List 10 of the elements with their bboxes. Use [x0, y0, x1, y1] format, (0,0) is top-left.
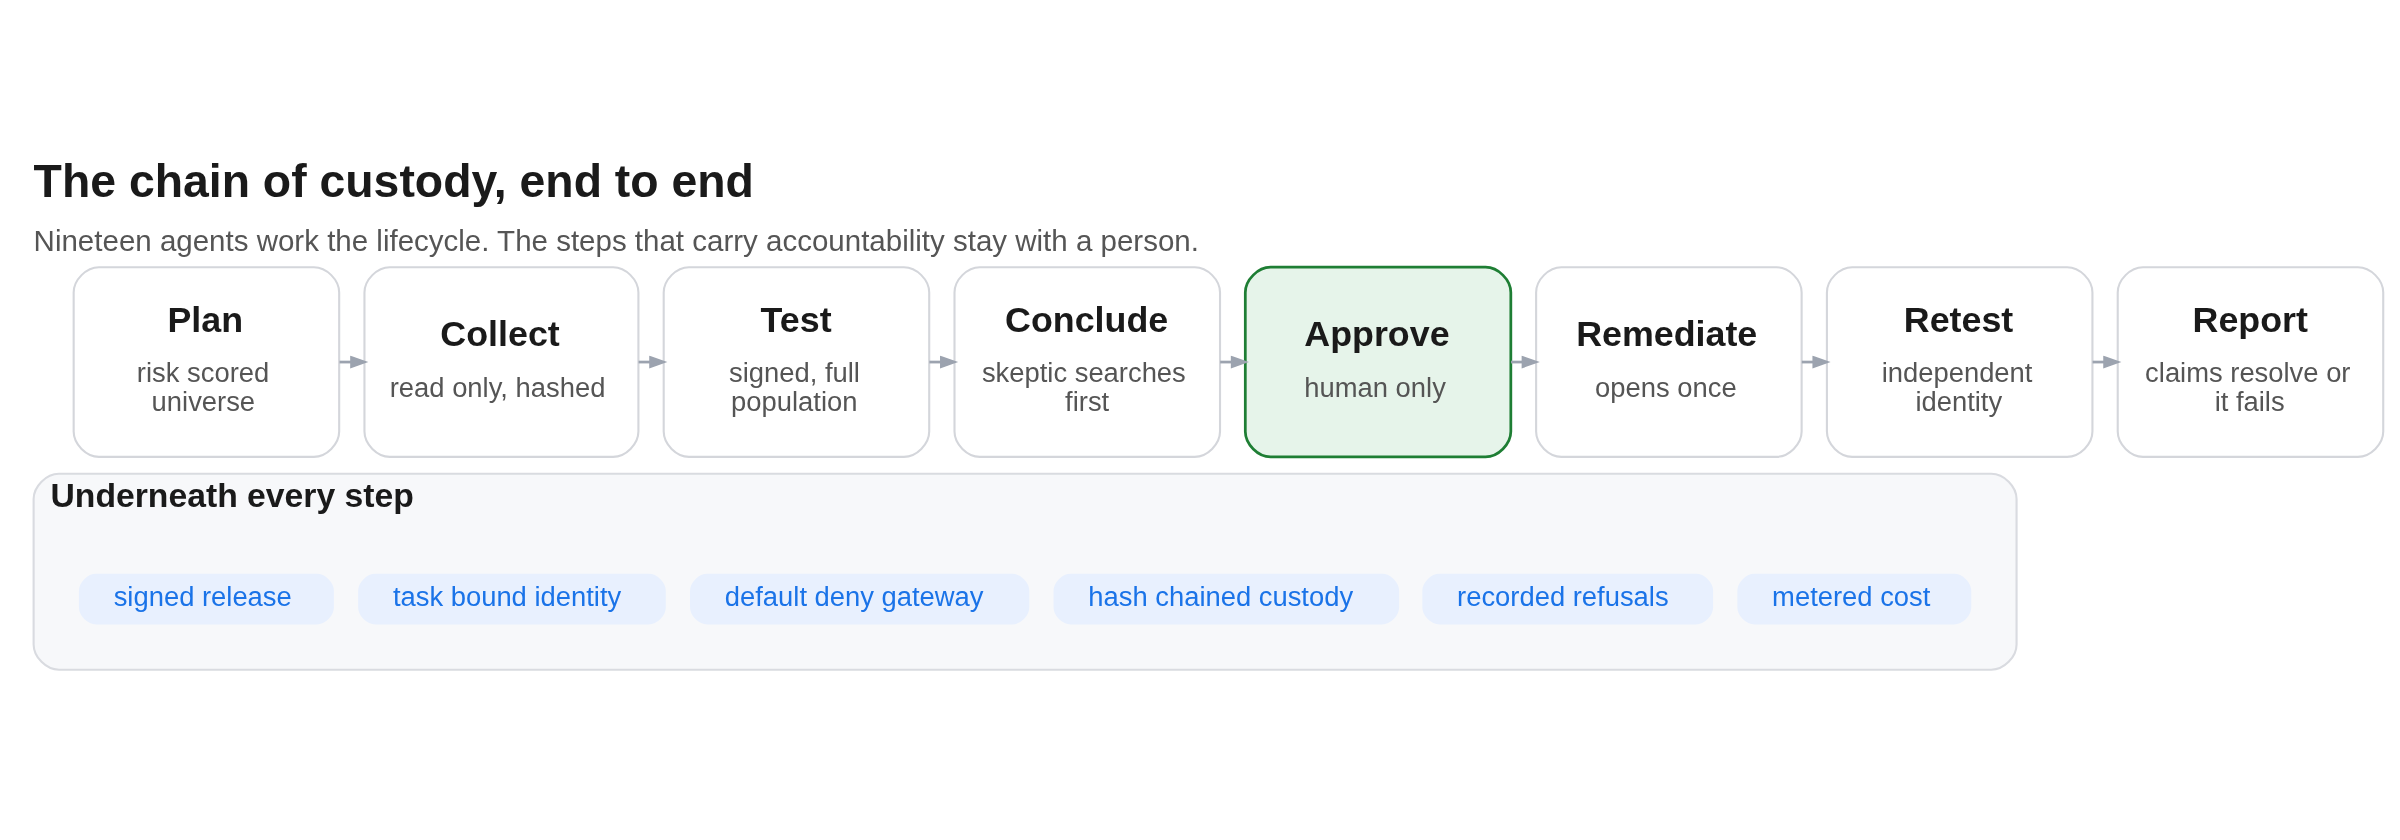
node-box: Conclude skeptic searches first: [953, 266, 1222, 458]
node-box: Retest independent identity: [1825, 266, 2094, 458]
node-box: Remediate opens once: [1535, 266, 1803, 458]
caption: Nineteen agents work the lifecycle. The steps that carry accountability stay with a person.: [33, 223, 1199, 257]
node-box: Test signed, full population: [662, 266, 931, 458]
node-box: Collect read only, hashed: [363, 266, 640, 458]
diagram-title: The chain of custody, end to end: [33, 154, 754, 207]
node-box: Plan risk scored universe: [72, 266, 341, 458]
node-box: Approve human only: [1243, 265, 1513, 459]
node-box: Report claims resolve or it fails: [2116, 266, 2385, 458]
